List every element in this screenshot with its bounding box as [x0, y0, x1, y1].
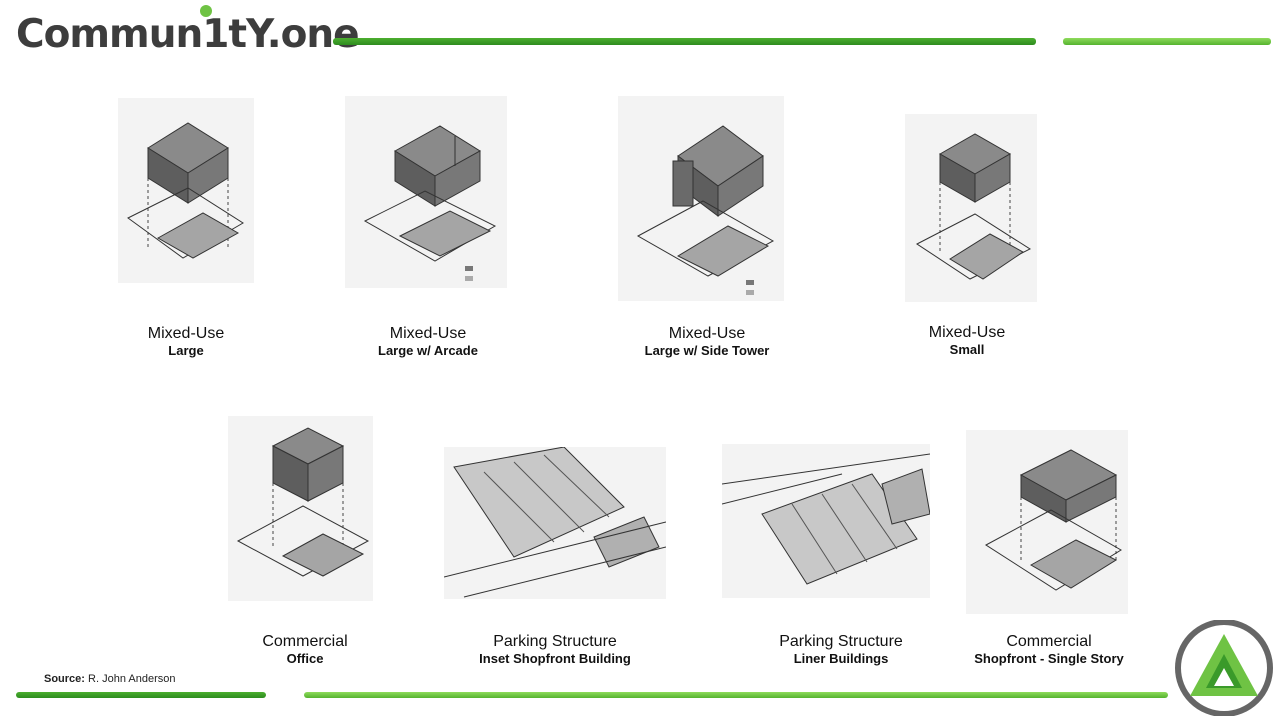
logo-dot-icon	[200, 5, 212, 17]
header-bar-light	[1063, 38, 1271, 45]
source-credit: Source: R. John Anderson	[44, 673, 175, 685]
diagram-mixed-use-large	[118, 98, 254, 283]
diagram-parking-inset-shopfront	[444, 447, 666, 599]
community-one-logo: Commun1tY.one	[16, 2, 360, 64]
caption-title: Mixed-Use	[928, 324, 1006, 341]
caption-mixed-use-large: Mixed-Use Large	[96, 325, 276, 359]
caption-subtitle: Large w/ Arcade	[378, 343, 478, 358]
diagram-mixed-use-large-side-tower	[618, 96, 784, 301]
community-one-badge-icon	[1172, 619, 1276, 717]
diagram-mixed-use-small	[905, 114, 1037, 302]
diagram-parking-liner-buildings	[722, 444, 930, 598]
caption-title: Mixed-Use	[389, 325, 467, 342]
diagram-mixed-use-large-arcade	[345, 96, 507, 288]
caption-title: Commercial	[262, 633, 348, 650]
caption-subtitle: Liner Buildings	[793, 651, 889, 666]
caption-subtitle: Shopfront - Single Story	[974, 651, 1124, 666]
caption-subtitle: Small	[949, 342, 985, 357]
caption-title: Mixed-Use	[147, 325, 225, 342]
source-label: Source:	[44, 673, 85, 685]
caption-mixed-use-side-tower: Mixed-Use Large w/ Side Tower	[607, 325, 807, 359]
caption-subtitle: Large	[168, 343, 204, 358]
caption-commercial-office: Commercial Office	[215, 633, 395, 667]
caption-title: Parking Structure	[493, 633, 617, 650]
caption-mixed-use-small: Mixed-Use Small	[877, 324, 1057, 358]
caption-parking-inset: Parking Structure Inset Shopfront Buildi…	[455, 633, 655, 667]
caption-mixed-use-large-arcade: Mixed-Use Large w/ Arcade	[338, 325, 518, 359]
logo-text: Commun1tY.one	[16, 12, 360, 57]
footer-bar-light	[304, 692, 1168, 698]
caption-subtitle: Inset Shopfront Building	[479, 651, 631, 666]
caption-title: Mixed-Use	[668, 325, 746, 342]
diagram-commercial-shopfront	[966, 430, 1128, 614]
caption-subtitle: Large w/ Side Tower	[644, 343, 770, 358]
caption-title: Commercial	[1006, 633, 1092, 650]
caption-title: Parking Structure	[779, 633, 903, 650]
diagram-commercial-office	[228, 416, 373, 601]
caption-parking-liner: Parking Structure Liner Buildings	[751, 633, 931, 667]
footer-bar-dark	[16, 692, 266, 698]
caption-subtitle: Office	[286, 651, 324, 666]
caption-commercial-shopfront: Commercial Shopfront - Single Story	[954, 633, 1144, 667]
source-value: R. John Anderson	[88, 673, 176, 685]
header-bar-dark	[333, 38, 1036, 45]
